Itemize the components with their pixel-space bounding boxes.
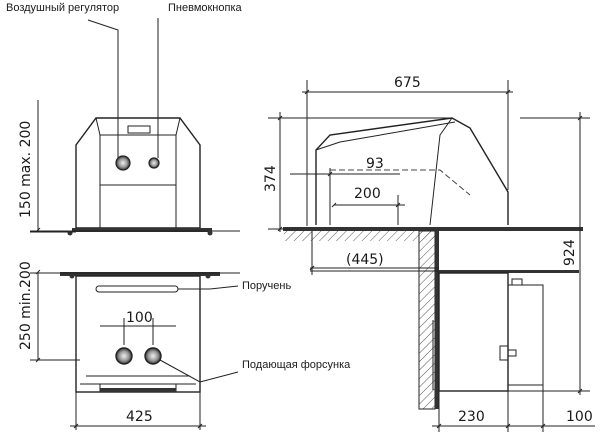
dim-445: (445): [346, 252, 384, 268]
feed-nozzle-label: Подающая форсунка: [242, 359, 351, 371]
handrail-label: Поручень: [242, 280, 291, 292]
dim-top-height: 150 max. 200: [18, 121, 34, 218]
side-lower-body: [438, 272, 509, 392]
dim-924: 924: [562, 239, 578, 266]
pneumo-button-label: Пневмокнопка: [168, 2, 243, 14]
dim-100: 100: [566, 409, 593, 425]
dim-93: 93: [366, 156, 384, 172]
air-regulator-knob: [115, 155, 131, 171]
dim-374: 374: [263, 165, 279, 192]
front-view: [30, 18, 240, 430]
deck-hatch: [284, 231, 434, 241]
dim-200: 200: [354, 186, 381, 202]
side-view: [268, 80, 595, 432]
pneumo-button-knob: [148, 157, 160, 169]
deck-plate-top: [72, 228, 212, 232]
dim-675: 675: [394, 75, 421, 91]
side-hood-outline: [315, 117, 509, 225]
dim-nozzle-spacing: 100: [126, 310, 153, 326]
deck-plate-lower: [60, 272, 220, 276]
handrail-bar: [95, 285, 179, 293]
dim-front-width: 425: [126, 409, 153, 425]
air-regulator-leader: [87, 19, 119, 158]
dim-230: 230: [458, 409, 485, 425]
dim-lower-height: 250 min.200: [18, 261, 34, 350]
handrail-leader: [178, 285, 239, 290]
air-regulator-label: Воздушный регулятор: [6, 2, 119, 14]
lower-body: [75, 275, 201, 393]
nozzle-leader: [159, 359, 239, 383]
nozzle-right: [144, 347, 162, 365]
side-lower-cover: [507, 284, 544, 386]
side-deck: [283, 227, 583, 231]
nozzle-left: [115, 347, 133, 365]
hood-slot: [127, 125, 151, 134]
